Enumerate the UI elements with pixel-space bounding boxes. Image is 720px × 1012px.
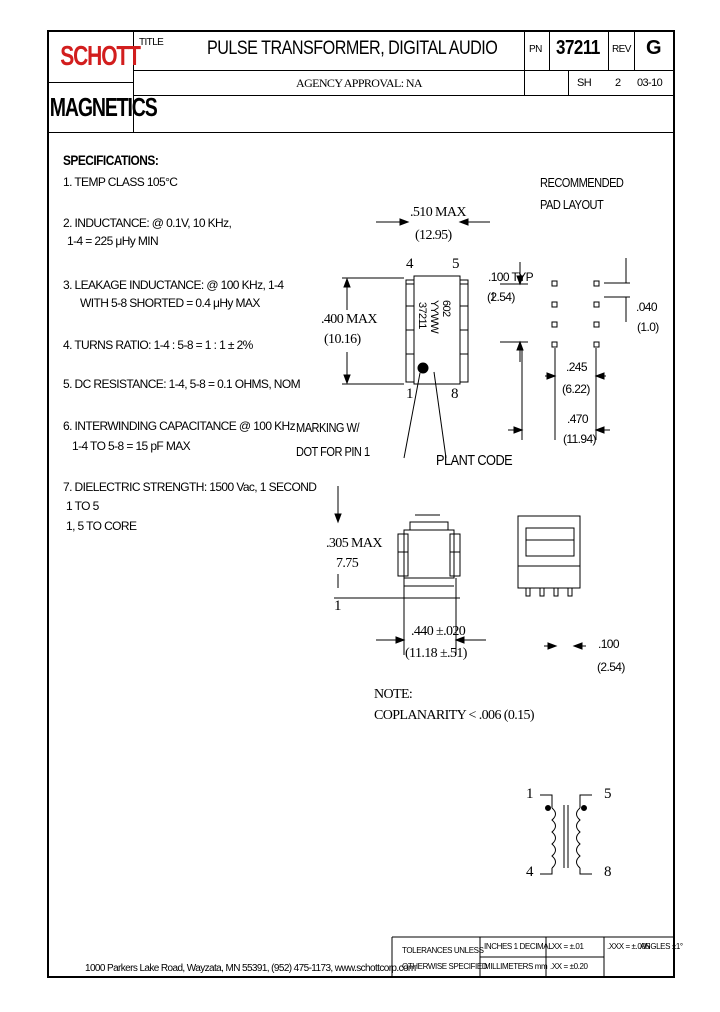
marking-note-2: DOT FOR PIN 1 [296, 444, 370, 459]
spec-item-3-detail: WITH 5-8 SHORTED = 0.4 μHy MAX [80, 296, 260, 310]
marking-note-1: MARKING W/ [296, 420, 360, 435]
spec-item-7: 7. DIELECTRIC STRENGTH: 1500 Vac, 1 SECO… [63, 480, 317, 494]
pad-layout-title-1: RECOMMENDED [540, 175, 624, 190]
schematic-pin-5: 5 [604, 786, 611, 802]
spec-item-5: 5. DC RESISTANCE: 1-4, 5-8 = 0.1 OHMS, N… [63, 377, 301, 391]
dim-width-mm: (12.95) [415, 228, 452, 243]
side-height-mm: 7.75 [336, 556, 359, 571]
tolerance-xx-mm: .XX = ±0.20 [550, 962, 588, 971]
pin-1-label: 1 [406, 386, 413, 402]
pad-pitch: .100 TYP [488, 270, 534, 284]
pad-span-outer-mm: (11.94) [563, 432, 597, 446]
spec-item-1: 1. TEMP CLASS 105°C [63, 175, 178, 189]
header-frame-bottom [49, 132, 673, 133]
marking-line-2: YYWW [428, 300, 440, 334]
schematic-pin-4: 4 [526, 864, 533, 880]
plant-code-label: PLANT CODE [436, 452, 513, 469]
schematic-pin-1: 1 [526, 786, 533, 802]
title-label: TITLE [139, 37, 164, 48]
logo-schott: SCHOTT [50, 34, 141, 81]
pad-span-outer: .470 [567, 412, 589, 426]
spec-item-6-detail: 1-4 TO 5-8 = 15 pF MAX [72, 439, 191, 453]
note-coplanarity: COPLANARITY < .006 (0.15) [374, 708, 535, 723]
rev-divider [608, 32, 609, 70]
spec-item-2-detail: 1-4 = 225 μHy MIN [67, 234, 159, 248]
sh-label: SH [577, 77, 592, 89]
end-pitch-mm: (2.54) [597, 660, 625, 674]
header-bottom-line [133, 95, 673, 96]
spec-item-7-detail-2: 1, 5 TO CORE [66, 519, 137, 533]
pad-layout-title-2: PAD LAYOUT [540, 197, 604, 212]
end-pitch: .100 [598, 637, 620, 651]
side-width: .440 ±.020 [411, 624, 466, 639]
pad-span-inner: .245 [566, 360, 588, 374]
header-divider [133, 70, 673, 71]
pad-pitch-mm: (2.54) [487, 290, 515, 304]
side-height: .305 MAX [326, 536, 382, 551]
company-address: 1000 Parkers Lake Road, Wayzata, MN 5539… [85, 963, 416, 974]
drawing-title: PULSE TRANSFORMER, DIGITAL AUDIO [207, 38, 498, 59]
marking-line-1: 602 [440, 300, 452, 317]
pin-5-label: 5 [452, 256, 459, 272]
agency-approval: AGENCY APPROVAL: NA [296, 76, 423, 90]
spec-heading: SPECIFICATIONS: [63, 152, 159, 168]
rev-label: REV [612, 44, 631, 55]
rev-label-divider [634, 32, 635, 70]
marking-line-3: 37211 [416, 302, 428, 329]
side-pin-1: 1 [334, 598, 341, 614]
pn-label-divider [549, 32, 550, 70]
pad-width: .040 [636, 300, 658, 314]
units-mm: MILLIMETERS mm [484, 962, 548, 971]
units-inches: INCHES 1 DECIMAL [484, 942, 553, 951]
spec-item-3: 3. LEAKAGE INDUCTANCE: @ 100 KHz, 1-4 [63, 278, 284, 292]
tolerance-xx-inch: .XX = ±.01 [550, 942, 584, 951]
drawing-date: 03-10 [637, 77, 663, 89]
pin-4-label: 4 [406, 256, 413, 272]
pad-width-mm: (1.0) [637, 320, 659, 334]
logo-divider [133, 32, 134, 133]
sheet-number: 2 [615, 77, 621, 89]
note-title: NOTE: [374, 687, 413, 702]
side-width-mm: (11.18 ±.51) [405, 646, 467, 661]
spec-item-6: 6. INTERWINDING CAPACITANCE @ 100 KHz [63, 419, 296, 433]
tolerance-angles: ANGLES ±1° [640, 942, 683, 951]
spec-item-7-detail-1: 1 TO 5 [66, 499, 99, 513]
schematic-pin-8: 8 [604, 864, 611, 880]
dim-height: .400 MAX [321, 312, 377, 327]
spec-item-4: 4. TURNS RATIO: 1-4 : 5-8 = 1 : 1 ± 2% [63, 338, 253, 352]
sheet-border [47, 30, 675, 978]
pn-label: PN [529, 44, 542, 55]
tolerances-line-2: OTHERWISE SPECIFIED [402, 962, 488, 971]
revision: G [646, 37, 662, 59]
tolerance-xxx: .XXX = ±.005 [607, 942, 650, 951]
pad-span-inner-mm: (6.22) [562, 382, 590, 396]
pin-8-label: 8 [451, 386, 458, 402]
pn-divider [524, 32, 525, 95]
dim-width: .510 MAX [410, 205, 466, 220]
part-number: 37211 [556, 37, 600, 59]
spec-item-2: 2. INDUCTANCE: @ 0.1V, 10 KHz, [63, 216, 232, 230]
logo-divider-line [49, 82, 133, 83]
tolerances-line-1: TOLERANCES UNLESS [402, 946, 484, 955]
dim-height-mm: (10.16) [324, 332, 361, 347]
sh-divider [568, 70, 569, 95]
